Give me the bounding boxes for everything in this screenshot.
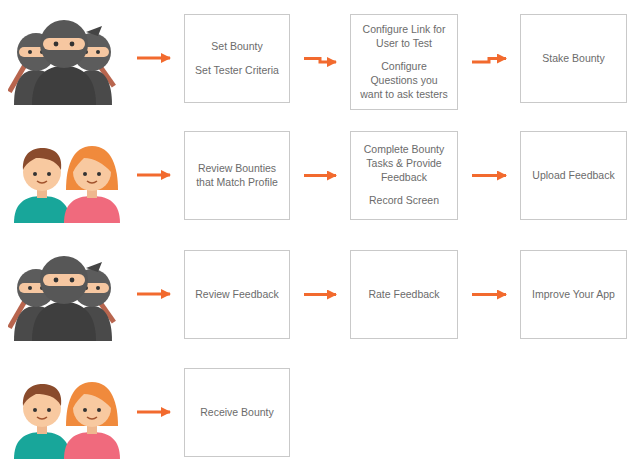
process-box: Set BountySet Tester Criteria (184, 14, 290, 103)
box-text: Configure Link for User to Test (358, 23, 450, 50)
box-text: Review Bounties that Match Profile (192, 162, 282, 189)
box-text: Receive Bounty (200, 406, 274, 420)
box-text: Review Feedback (195, 288, 278, 302)
box-text: Stake Bounty (542, 52, 604, 66)
process-box: Review Feedback (184, 250, 290, 339)
flow-arrow (304, 174, 336, 177)
process-box: Configure Link for User to TestConfigure… (350, 14, 458, 110)
ninja-icon (7, 20, 116, 105)
box-text: Improve Your App (532, 288, 615, 302)
flow-arrow (137, 174, 170, 177)
process-box: Complete Bounty Tasks & Provide Feedback… (350, 131, 458, 220)
flow-arrow (137, 411, 170, 414)
box-text: Upload Feedback (532, 169, 614, 183)
process-box: Stake Bounty (520, 14, 627, 103)
flow-arrow (137, 57, 170, 60)
flow-arrow (137, 293, 170, 296)
box-text: Configure Questions you want to ask test… (358, 60, 450, 101)
process-box: Receive Bounty (184, 368, 290, 457)
process-box: Improve Your App (520, 250, 627, 339)
box-text: Record Screen (369, 194, 439, 208)
ninja-icon (7, 256, 116, 341)
people-icon (14, 146, 120, 223)
flow-arrow (472, 174, 506, 177)
box-text: Set Tester Criteria (195, 64, 279, 78)
flow-arrow (304, 293, 336, 296)
process-box: Review Bounties that Match Profile (184, 131, 290, 220)
box-text: Set Bounty (211, 40, 262, 54)
process-box: Upload Feedback (520, 131, 627, 220)
flow-arrow (472, 59, 506, 63)
box-text: Complete Bounty Tasks & Provide Feedback (358, 143, 450, 184)
process-box: Rate Feedback (350, 250, 458, 339)
flow-arrow (472, 293, 506, 296)
flow-arrow (304, 59, 336, 63)
box-text: Rate Feedback (368, 288, 439, 302)
people-icon (14, 382, 120, 459)
